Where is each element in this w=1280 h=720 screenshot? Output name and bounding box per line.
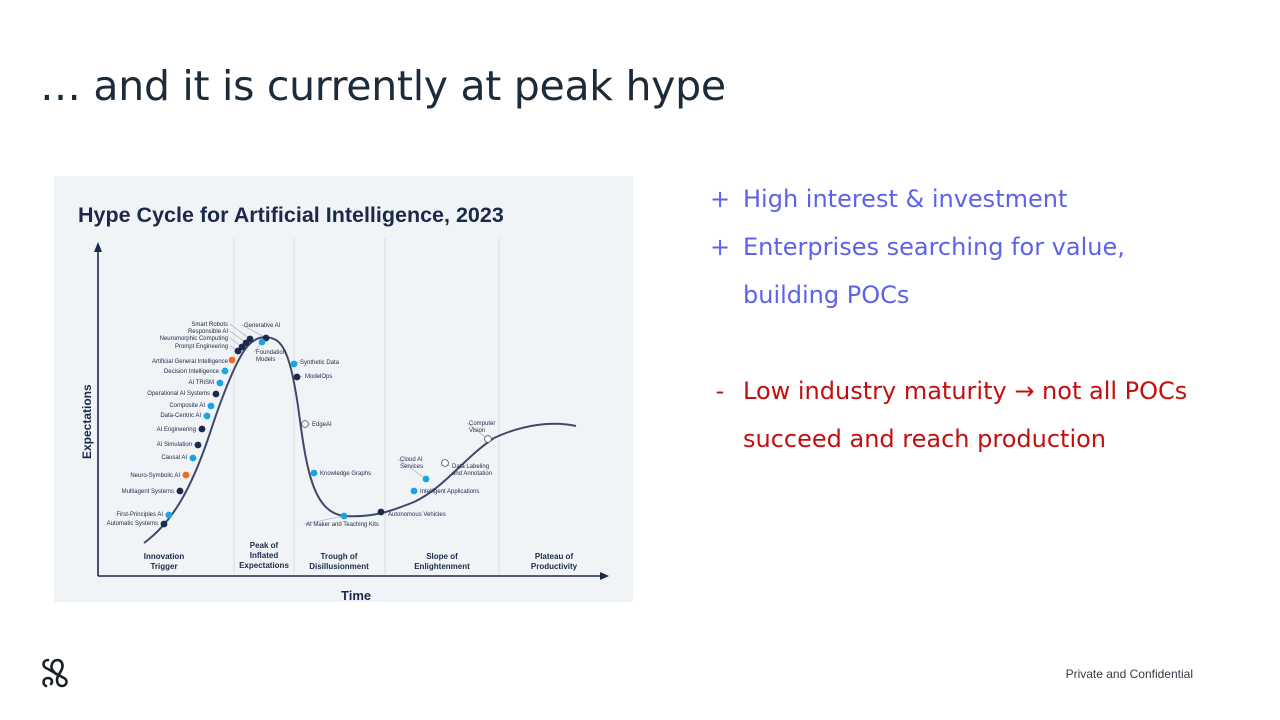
technology-label: Neuromorphic Computing (160, 336, 228, 342)
bullet-marker: - (715, 377, 725, 405)
technology-label: Decision Intelligence (164, 369, 220, 375)
x-axis-arrow (600, 572, 609, 580)
technology-label: Prompt Engineering (175, 344, 228, 350)
technology-marker (203, 412, 211, 420)
technology-marker (176, 487, 184, 495)
technology-marker (189, 454, 197, 462)
technology-marker (165, 511, 173, 519)
technology-label: Automatic Systems (107, 521, 158, 527)
technology-marker (293, 373, 301, 381)
technology-label: AI Maker and Teaching Kits (306, 522, 379, 528)
bullet-text: Low industry maturity → not all POCs (743, 377, 1188, 405)
technology-label: AI Simulation (157, 442, 192, 448)
technology-label: Generative AI (244, 323, 281, 329)
technology-marker (234, 347, 242, 355)
hype-curve (143, 336, 577, 544)
technology-label: AI TRiSM (188, 380, 214, 386)
technology-marker (377, 508, 385, 516)
bullet-text: High interest & investment (743, 185, 1068, 213)
technology-marker (182, 471, 190, 479)
technology-marker (221, 367, 229, 375)
leader-line (241, 324, 267, 339)
technology-marker (340, 512, 348, 520)
technology-label: Neuro-Symbolic AI (130, 473, 180, 479)
leader-line (229, 323, 251, 340)
technology-marker (484, 435, 492, 443)
technology-label: Data-Centric AI (160, 413, 201, 419)
figure-title: Hype Cycle for Artificial Intelligence, … (78, 203, 504, 227)
technology-label: AI Engineering (157, 427, 196, 433)
technology-label: EdgeAI (312, 422, 332, 428)
technology-marker (194, 441, 202, 449)
bullet-text: Enterprises searching for value, (743, 233, 1125, 261)
technology-label: Smart Robots (191, 322, 228, 328)
technology-marker (198, 425, 206, 433)
technology-label: First-Principles AI (116, 512, 163, 518)
technology-marker (410, 487, 418, 495)
technology-label: Responsible AI (188, 329, 228, 335)
technology-label: Autonomous Vehicles (388, 512, 446, 518)
technology-label: Knowledge Graphs (320, 471, 371, 477)
technology-marker (228, 356, 236, 364)
pretzel-logo-icon (42, 658, 68, 688)
technology-label: Composite AI (169, 403, 205, 409)
technology-marker (160, 520, 168, 528)
hype-cycle-figure: Hype Cycle for Artificial Intelligence, … (54, 176, 633, 602)
technology-marker (216, 379, 224, 387)
confidentiality-notice: Private and Confidential (1065, 667, 1193, 681)
leader-line (303, 515, 345, 525)
technology-marker (207, 402, 215, 410)
leader-line (466, 422, 489, 440)
technology-marker (290, 360, 298, 368)
technology-label: Synthetic Data (300, 360, 340, 366)
technology-marker (310, 469, 318, 477)
y-axis-arrow (94, 242, 102, 252)
bullet-marker: + (710, 185, 731, 213)
bullet-text: building POCs (743, 281, 910, 309)
bullet-marker: + (710, 233, 731, 261)
technology-label: Artificial General Intelligence (152, 359, 229, 365)
technology-label: ModelOps (305, 374, 332, 380)
technology-marker (212, 390, 220, 398)
technology-marker (441, 459, 449, 467)
technology-marker (258, 338, 266, 346)
x-axis-label: Time (341, 588, 371, 602)
bullet-text: succeed and reach production (743, 425, 1106, 453)
hype-cycle-diagram: Hype Cycle for Artificial Intelligence, … (78, 203, 609, 602)
technology-label: Intelligent Applications (420, 489, 479, 495)
technology-marker (301, 420, 309, 428)
slide-title: … and it is currently at peak hype (40, 62, 726, 110)
technology-label: Multiagent Systems (122, 489, 174, 495)
leader-line (397, 458, 427, 480)
technology-label: Operational AI Systems (147, 391, 210, 397)
technology-marker (422, 475, 430, 483)
technology-label: Causal AI (161, 455, 187, 461)
y-axis-label: Expectations (80, 384, 94, 459)
